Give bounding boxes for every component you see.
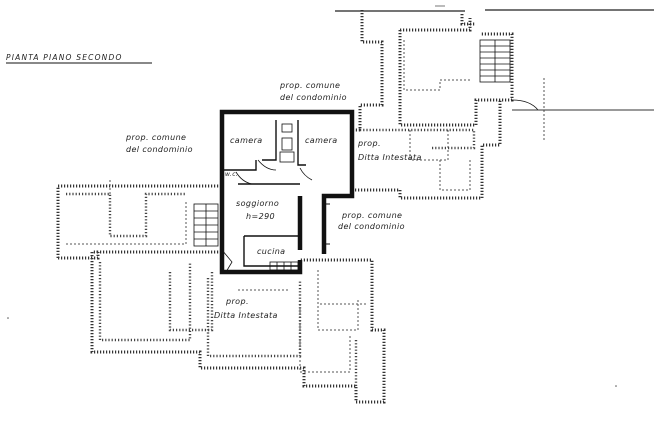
party-wall bbox=[56, 184, 224, 258]
door-swing bbox=[257, 159, 277, 171]
neighbour-block-left bbox=[56, 180, 224, 260]
labels: prop. comune del condominio prop. comune… bbox=[125, 81, 422, 320]
inner-partition bbox=[66, 192, 186, 238]
label-prop-bottom: prop. bbox=[225, 297, 249, 306]
stray-mark bbox=[615, 385, 617, 387]
door-swing bbox=[299, 167, 313, 181]
wc-fixture bbox=[281, 137, 293, 151]
label-prop-comune-left: prop. comune bbox=[125, 133, 186, 142]
label-prop-comune-top: prop. comune bbox=[279, 81, 340, 90]
party-wall bbox=[58, 250, 222, 260]
partition-wall bbox=[243, 236, 300, 267]
apartment-unit bbox=[219, 109, 355, 275]
neighbour-block-bottom bbox=[90, 250, 386, 404]
door-swing bbox=[235, 171, 253, 185]
party-wall bbox=[352, 10, 384, 132]
label-ditta-right: Ditta Intestata bbox=[358, 153, 422, 162]
inner-partition bbox=[409, 130, 449, 161]
door-swing bbox=[511, 99, 539, 111]
stair-top-right bbox=[479, 39, 511, 83]
label-soggiorno: soggiorno bbox=[236, 199, 279, 208]
party-wall bbox=[350, 100, 502, 200]
shower-fixture bbox=[279, 151, 295, 163]
label-condominio-right: del condominio bbox=[338, 222, 405, 231]
wc-fixture bbox=[281, 123, 293, 133]
plan-title: PIANTA PIANO SECONDO bbox=[6, 53, 123, 62]
stair-left bbox=[193, 203, 219, 247]
label-prop-comune-right: prop. comune bbox=[341, 211, 402, 220]
entry-door bbox=[221, 249, 233, 273]
inner-partition bbox=[66, 200, 187, 245]
inner-partition bbox=[98, 262, 192, 342]
label-condominio-top: del condominio bbox=[280, 93, 347, 102]
neighbour-block-top-right bbox=[335, 5, 654, 200]
plan-title-group: PIANTA PIANO SECONDO bbox=[6, 53, 152, 64]
party-wall bbox=[90, 250, 386, 404]
inner-partition bbox=[168, 272, 214, 332]
stray-mark bbox=[7, 317, 9, 319]
label-camera-right: camera bbox=[305, 136, 338, 145]
inner-partition bbox=[360, 128, 476, 150]
party-wall bbox=[460, 14, 476, 26]
inner-partition bbox=[439, 160, 471, 191]
partition-wall bbox=[222, 160, 257, 171]
label-ditta-bottom: Ditta Intestata bbox=[214, 311, 278, 320]
label-camera-left: camera bbox=[230, 136, 263, 145]
label-height: h=290 bbox=[246, 212, 275, 221]
label-prop-right: prop. bbox=[357, 139, 381, 148]
label-condominio-left: del condominio bbox=[126, 145, 193, 154]
label-wc: w.c. bbox=[225, 171, 238, 178]
party-wall bbox=[398, 30, 514, 127]
inner-partition bbox=[299, 300, 351, 373]
partition-wall bbox=[262, 120, 277, 161]
partition-wall bbox=[297, 120, 306, 166]
label-cucina: cucina bbox=[257, 247, 285, 256]
outer-wall bbox=[219, 109, 355, 254]
inner-partition bbox=[317, 270, 359, 331]
party-wall bbox=[400, 18, 472, 32]
inner-partition bbox=[403, 40, 470, 91]
